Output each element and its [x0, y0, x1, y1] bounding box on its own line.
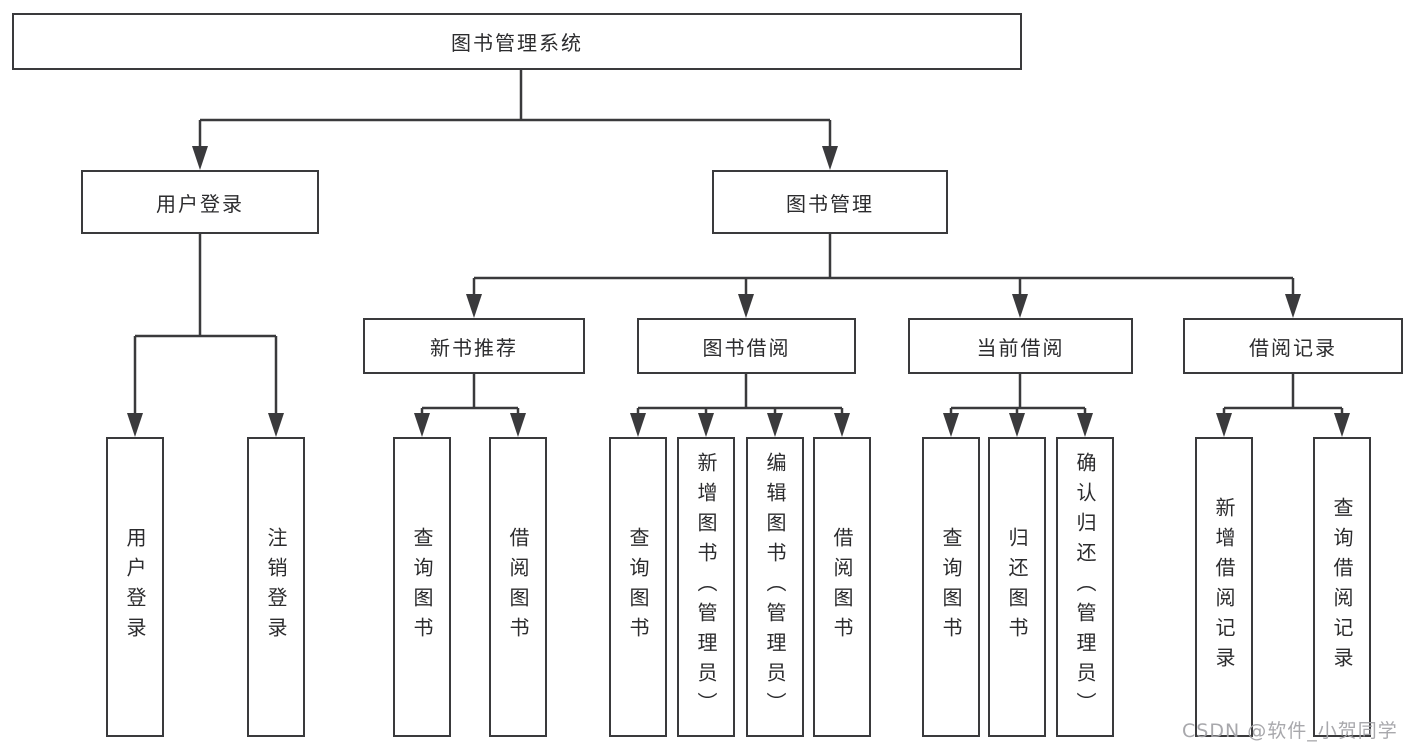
leaf-edit-books-admin: 编辑图书（管理员） [746, 437, 804, 737]
node-borrow-records: 借阅记录 [1183, 318, 1403, 374]
leaf-confirm-return-admin: 确认归还（管理员） [1056, 437, 1114, 737]
leaf-search-books-current: 查询图书 [922, 437, 980, 737]
leaf-borrow-books: 借阅图书 [813, 437, 871, 737]
leaf-user-login: 用户登录 [106, 437, 164, 737]
leaf-logout: 注销登录 [247, 437, 305, 737]
node-current-borrow: 当前借阅 [908, 318, 1133, 374]
leaf-search-borrow-record: 查询借阅记录 [1313, 437, 1371, 737]
leaf-add-borrow-record: 新增借阅记录 [1195, 437, 1253, 737]
csdn-watermark: CSDN @软件_小贺同学 [1182, 720, 1398, 742]
leaf-search-books-borrow: 查询图书 [609, 437, 667, 737]
leaf-add-books-admin: 新增图书（管理员） [677, 437, 735, 737]
node-library-system: 图书管理系统 [12, 13, 1022, 70]
node-book-borrow: 图书借阅 [637, 318, 856, 374]
leaf-return-books: 归还图书 [988, 437, 1046, 737]
leaf-search-books-recommend: 查询图书 [393, 437, 451, 737]
node-book-management: 图书管理 [712, 170, 948, 234]
node-new-book-recommend: 新书推荐 [363, 318, 585, 374]
leaf-borrow-books-recommend: 借阅图书 [489, 437, 547, 737]
node-user-login: 用户登录 [81, 170, 319, 234]
